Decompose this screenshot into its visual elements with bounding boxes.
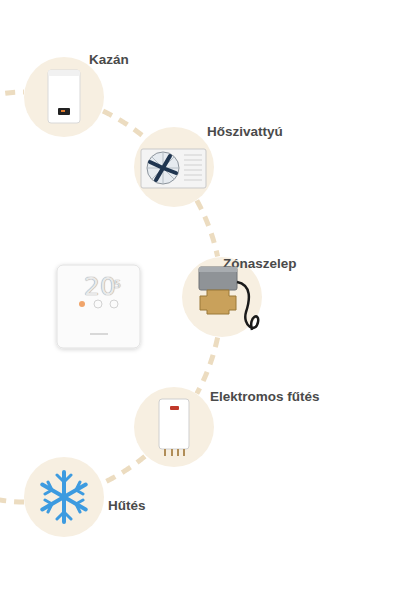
boiler-body bbox=[48, 70, 80, 123]
dashed-connector bbox=[103, 456, 145, 483]
display-digits: 5 bbox=[114, 279, 121, 290]
snowflake-icon bbox=[42, 472, 85, 522]
thermostat-button bbox=[110, 300, 118, 308]
boiler-led bbox=[61, 110, 65, 112]
electric-heater-icon bbox=[159, 399, 189, 456]
heat-pump-body bbox=[141, 149, 206, 188]
thermostat-button bbox=[94, 300, 102, 308]
fan-grille bbox=[147, 152, 179, 184]
fan-blades bbox=[150, 156, 176, 180]
heat-pump-icon bbox=[141, 149, 206, 188]
fan-guard bbox=[147, 152, 179, 184]
snowflake-arms bbox=[42, 472, 85, 522]
dashed-connector bbox=[197, 337, 218, 393]
valve-cable bbox=[237, 282, 258, 330]
zone-valve-icon bbox=[199, 267, 258, 330]
dashed-connector bbox=[103, 111, 145, 138]
heater-pipes bbox=[165, 449, 184, 456]
boiler-top bbox=[48, 70, 80, 76]
node-heading: Hőszivattyú bbox=[207, 124, 283, 140]
valve-body bbox=[200, 290, 236, 314]
node-heading: Elektromos fűtés bbox=[210, 389, 320, 405]
thermostat-body bbox=[57, 265, 140, 348]
thermostat-led bbox=[79, 301, 85, 307]
display-digits: 20 bbox=[84, 274, 116, 299]
actuator-top bbox=[199, 267, 237, 272]
valve-actuator bbox=[199, 267, 237, 290]
node-heading: Hűtés bbox=[108, 498, 146, 514]
device-circle: Hűtés bbox=[24, 457, 104, 537]
node-heading: Zónaszelep bbox=[223, 256, 297, 272]
thermostat-icon bbox=[57, 265, 140, 348]
boiler-icon bbox=[48, 70, 80, 123]
lead-in-dash bbox=[0, 92, 24, 101]
device-circle: Zónaszelep bbox=[182, 257, 262, 337]
heat-pump-vents bbox=[184, 155, 202, 180]
lead-out-dash bbox=[0, 493, 24, 502]
thermostat-logo bbox=[90, 333, 108, 335]
heater-display bbox=[170, 406, 179, 410]
heater-body bbox=[159, 399, 189, 449]
device-circle: Kazán bbox=[24, 57, 104, 137]
snowflake-branches bbox=[45, 475, 83, 519]
device-circle: Elektromos fűtés bbox=[134, 387, 214, 467]
device-circle: Hőszivattyú bbox=[134, 127, 214, 207]
dashed-connector bbox=[197, 200, 218, 256]
node-heading: Kazán bbox=[89, 52, 129, 68]
boiler-display bbox=[58, 108, 70, 115]
